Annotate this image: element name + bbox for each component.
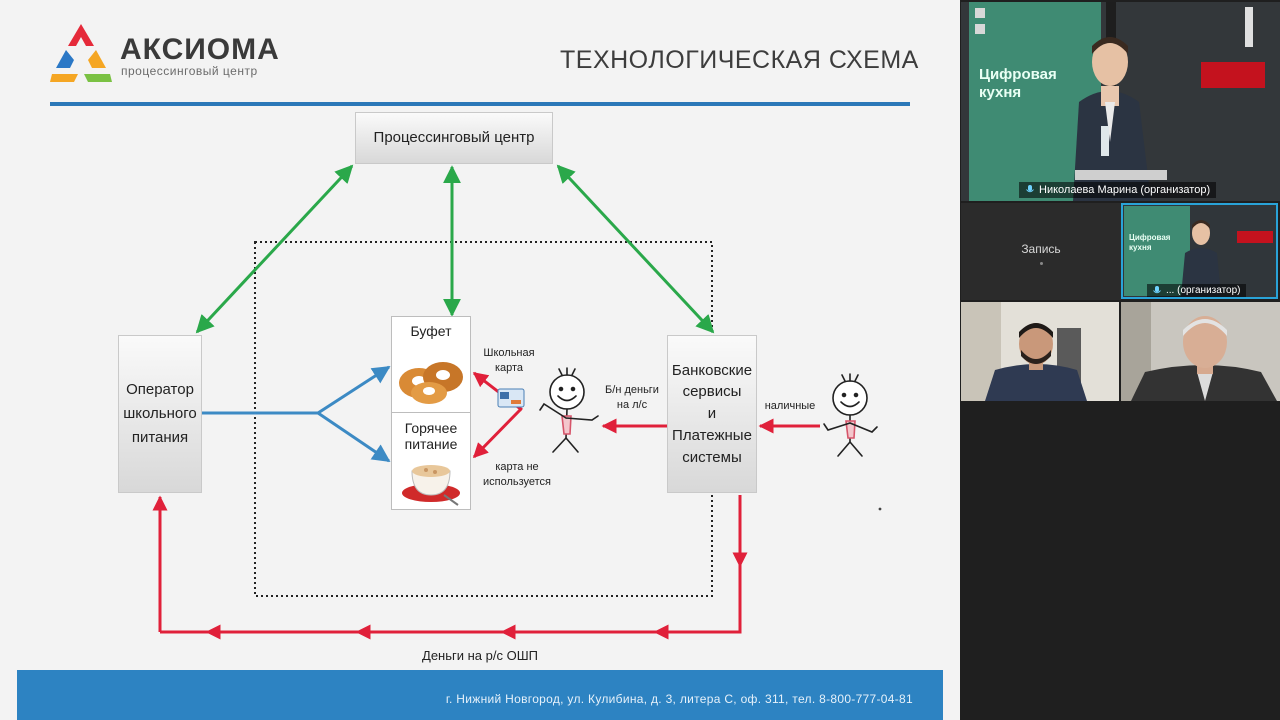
bagel-icon xyxy=(399,362,463,404)
processing-center-label: Процессинговый центр xyxy=(373,129,535,146)
food-divider xyxy=(392,412,470,413)
school-card-icon xyxy=(497,388,525,408)
axioma-logo-icon xyxy=(50,24,112,82)
main-banner-text: Цифровая кухня xyxy=(979,66,1057,101)
recording-tile[interactable]: Запись xyxy=(961,203,1121,300)
cashless-note: Б/н деньги на л/с xyxy=(605,384,659,411)
bank-box: Банковские сервисы и Платежные системы xyxy=(667,335,757,493)
slide-title: ТЕХНОЛОГИЧЕСКАЯ СХЕМА xyxy=(560,46,919,74)
speaker-scene xyxy=(961,2,1280,201)
green-arrow-right xyxy=(556,164,715,334)
child-figure-icon xyxy=(539,367,599,453)
flow-diagram xyxy=(152,164,882,640)
food-box: Буфет Горячее питание xyxy=(391,316,471,510)
operator-label: Оператор школьного питания xyxy=(123,381,197,446)
main-speaker-label: Николаева Марина (организатор) xyxy=(1019,182,1217,198)
porridge-bowl-icon xyxy=(402,465,460,506)
blue-arrow-buffet xyxy=(317,365,391,415)
logo-subtitle: процессинговый центр xyxy=(121,64,258,78)
speaker-thumbnail-video[interactable]: Цифровая кухня ... (организатор) xyxy=(1121,203,1278,299)
card-not-used-note: карта не используется xyxy=(482,461,552,488)
participant-video-2[interactable] xyxy=(1121,302,1280,401)
child-figure-right-icon xyxy=(823,373,878,457)
school-card-note: Школьная карта xyxy=(483,347,535,374)
cash-note: наличные xyxy=(764,400,816,412)
processing-center-box: Процессинговый центр xyxy=(355,112,553,164)
operator-box: Оператор школьного питания xyxy=(118,335,202,493)
main-speaker-name: Николаева Марина (организатор) xyxy=(1039,184,1211,196)
title-divider xyxy=(50,102,910,106)
blue-arrow-hot-meal xyxy=(317,411,391,463)
bank-label: Банковские сервисы и Платежные системы xyxy=(671,361,753,466)
small-banner-text: Цифровая кухня xyxy=(1129,233,1171,252)
hot-meal-label: Горячее питание xyxy=(404,420,458,453)
recording-label: Запись xyxy=(1021,242,1061,256)
red-money-return-line xyxy=(160,495,742,634)
buffet-label: Буфет xyxy=(410,323,452,339)
participant-video-1[interactable] xyxy=(961,302,1119,401)
green-arrow-left xyxy=(195,164,354,334)
speaker-thumbnail-label: ... (организатор) xyxy=(1147,284,1246,297)
logo-name: АКСИОМА xyxy=(120,33,280,66)
speaker-thumbnail-name: ... (организатор) xyxy=(1166,285,1241,296)
participant-2-scene xyxy=(1121,302,1280,401)
participant-1-scene xyxy=(961,302,1119,401)
red-arrow-card-hot xyxy=(472,408,522,459)
microphone-icon xyxy=(1153,285,1161,293)
slide-footer: г. Нижний Новгород, ул. Кулибина, д. 3, … xyxy=(17,670,943,720)
shared-slide: АКСИОМА процессинговый центр ТЕХНОЛОГИЧЕ… xyxy=(0,0,960,720)
main-speaker-video[interactable]: Цифровая кухня Николаева Марина (организ… xyxy=(961,2,1280,201)
money-to-account-note: Деньги на р/с ОШП xyxy=(422,648,538,663)
footer-address: г. Нижний Новгород, ул. Кулибина, д. 3, … xyxy=(445,692,913,706)
dotted-frame xyxy=(254,241,713,597)
recording-dot xyxy=(1040,262,1043,265)
microphone-icon xyxy=(1026,185,1034,193)
